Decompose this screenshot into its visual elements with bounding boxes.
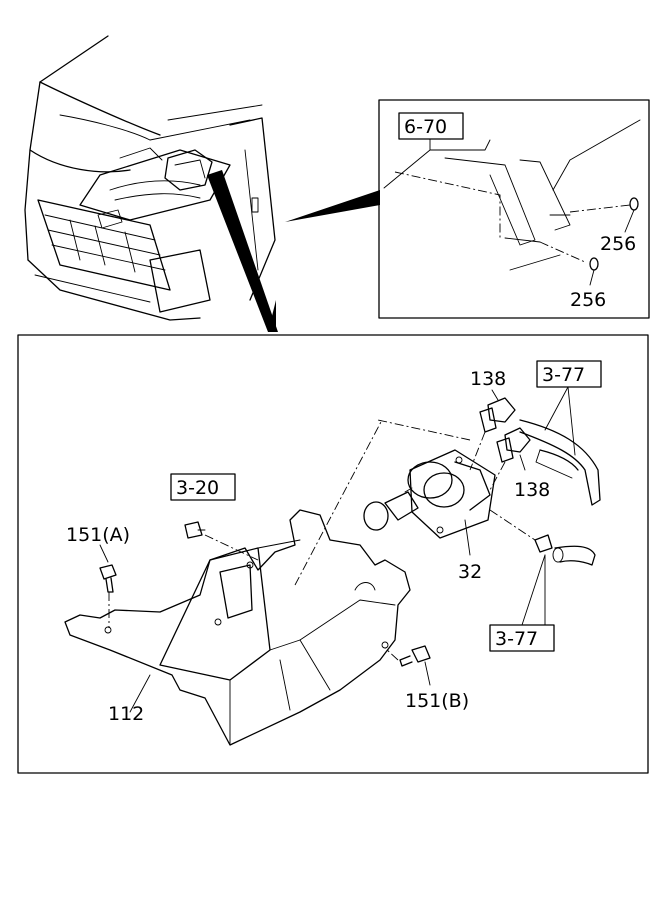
ref-box-3-20[interactable] [170,473,236,501]
bracket-plate [64,509,411,746]
valve-cylinder [407,461,453,499]
bracket-112: 112 [64,419,411,746]
ref-3-77-bottom: 3-77 [489,624,555,652]
ref-box-3-77-top[interactable] [536,360,602,388]
truck-overview [24,35,380,332]
o-ring-256-a [629,197,639,211]
ref-box-3-77-bottom[interactable] [489,624,555,652]
detail-inset: 6-70 256 256 [378,99,650,319]
part-label-138-a: 138 [470,368,506,390]
ref-label-3-20: 3-20 [176,477,219,499]
hoses [519,419,601,506]
ref-box-6-70[interactable] [398,112,464,140]
part-label-112: 112 [108,703,144,725]
part-label-256-a: 256 [600,233,636,255]
part-label-151b: 151(B) [405,690,469,712]
bolt-151a: 151(A) [66,524,130,628]
hose-clamp [521,534,596,626]
part-label-151a: 151(A) [66,524,130,546]
valve-assembly-32: 32 [363,419,536,583]
inset-frame [378,99,650,319]
ref-label-3-77-top: 3-77 [542,364,585,386]
elbow-fitting-b [504,427,531,453]
o-ring-256-b [589,257,599,271]
part-label-256-b: 256 [570,289,606,311]
elbow-fitting-a [487,397,516,423]
part-label-32: 32 [458,561,482,583]
main-detail-frame [17,334,649,774]
ref-3-77-top: 3-77 [536,360,602,456]
bolt-151b: 151(B) [384,645,469,712]
bolt-3-20 [184,521,203,539]
ref-label-3-77-bottom: 3-77 [495,628,538,650]
ref-label-6-70: 6-70 [404,116,447,138]
part-label-138-b: 138 [514,479,550,501]
valve-knob [384,491,419,521]
fitting-138: 138 138 [469,368,550,501]
ref-3-20: 3-20 [170,473,259,561]
